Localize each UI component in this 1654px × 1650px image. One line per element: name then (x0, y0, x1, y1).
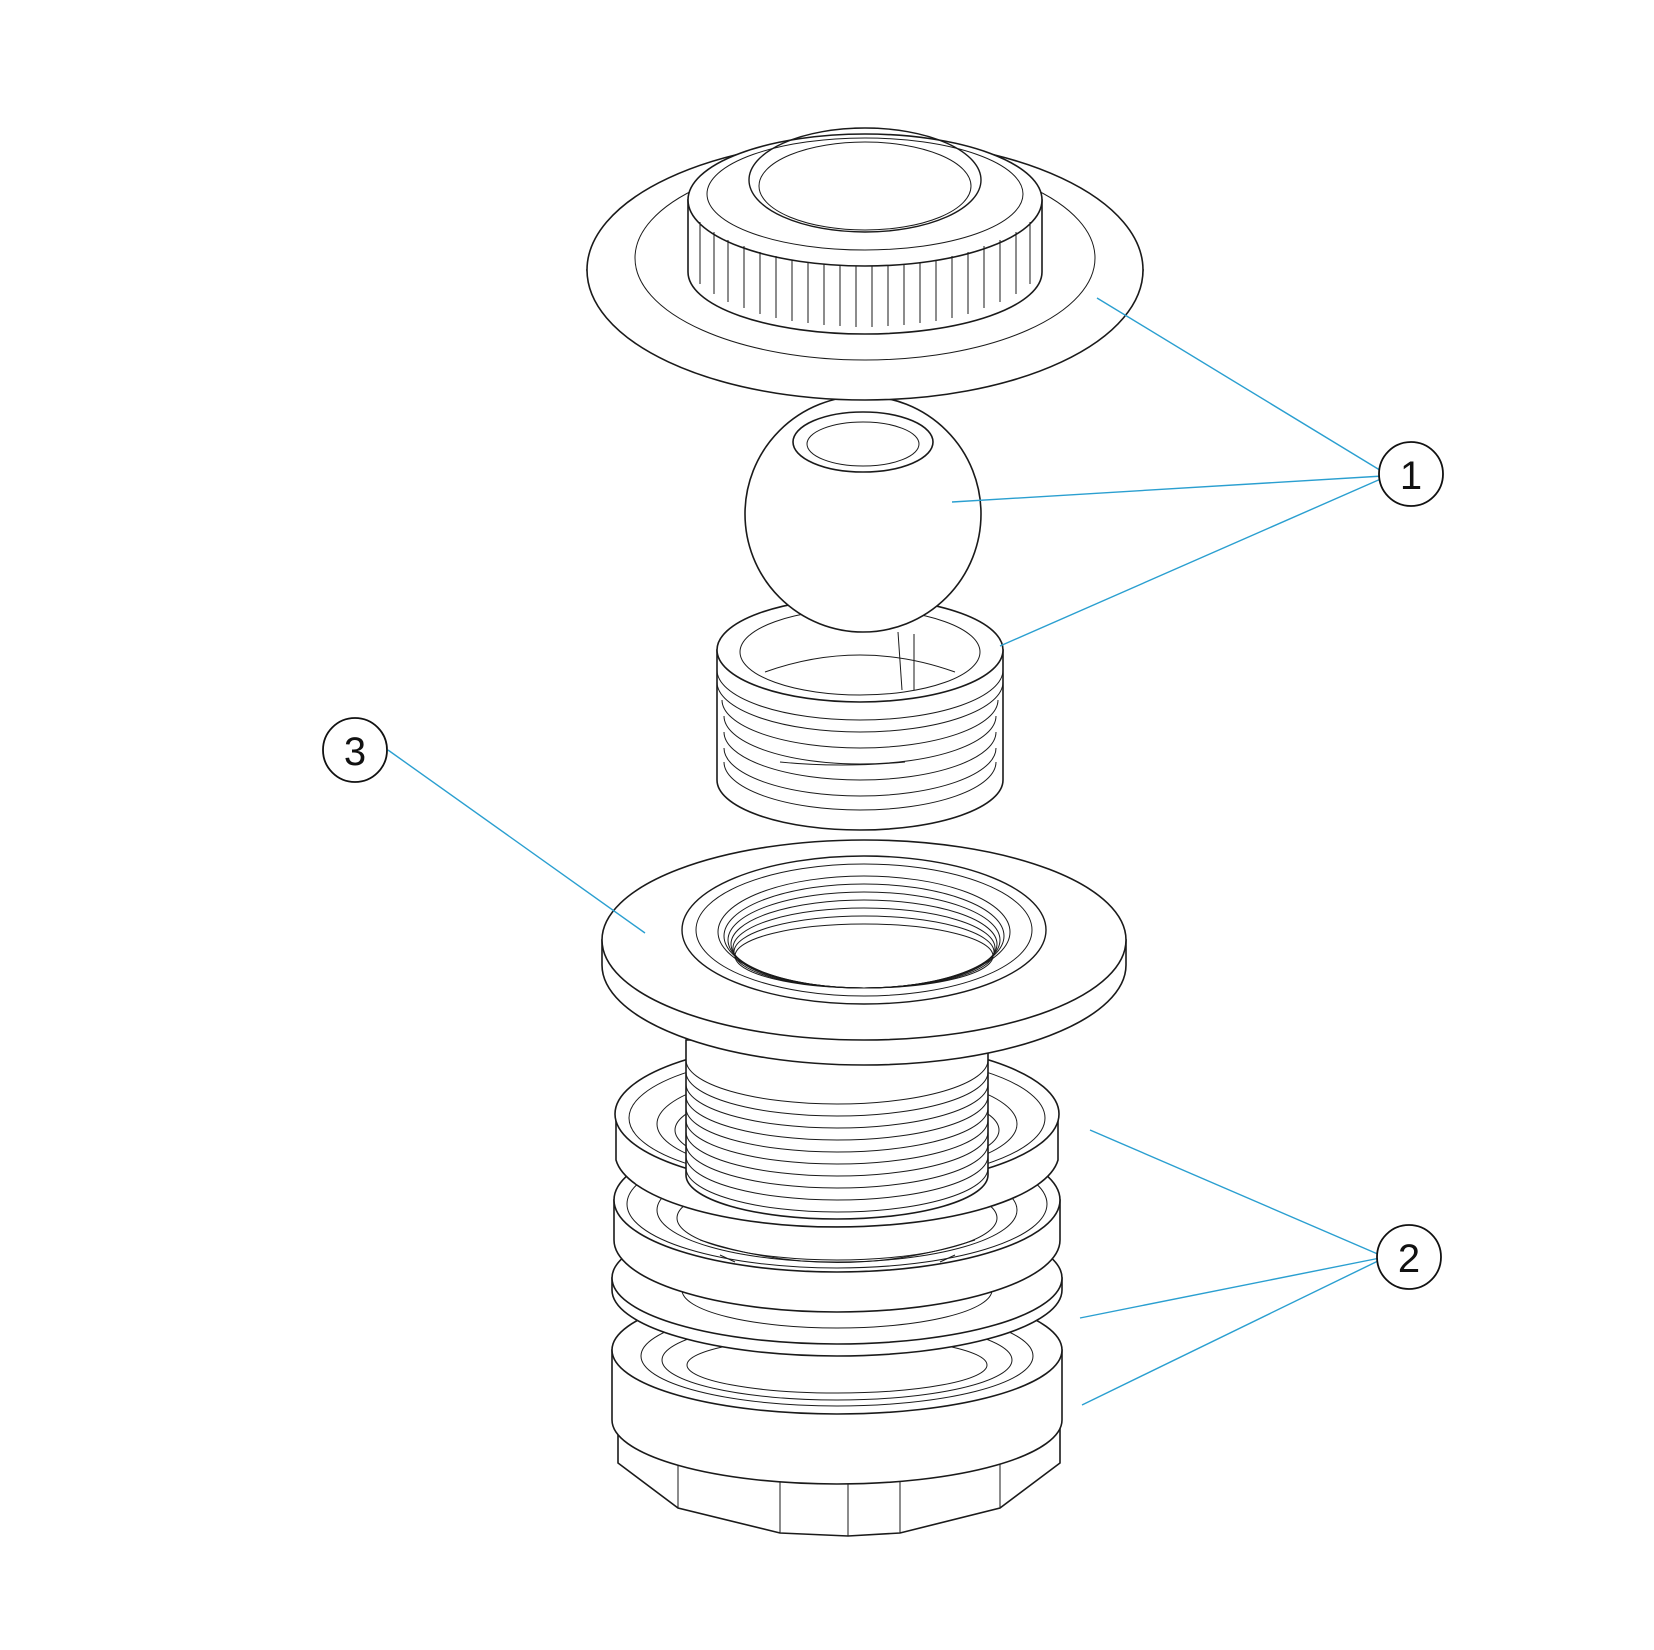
callout-2-label: 2 (1398, 1237, 1420, 1281)
leader-lines (387, 297, 1384, 1406)
threaded-body-tube (685, 1039, 989, 1220)
leader-2-o-ring (1089, 1129, 1381, 1256)
leader-2-gasket (1079, 1257, 1381, 1319)
threaded-insert (716, 597, 1004, 831)
callout-3: 3 (322, 717, 388, 783)
callout-1: 1 (1378, 441, 1444, 507)
callout-3-label: 3 (344, 730, 366, 774)
body-flange (601, 839, 1127, 1066)
leader-3-body (387, 749, 646, 934)
callout-1-label: 1 (1400, 454, 1422, 498)
leader-1-eyeball (951, 475, 1384, 503)
eyeball-sphere (744, 395, 982, 633)
callout-3-circle (322, 717, 388, 783)
callout-2-circle (1376, 1224, 1442, 1290)
leader-1-face-plate (1096, 297, 1384, 473)
leader-2-nut (1081, 1259, 1381, 1406)
callout-1-circle (1378, 441, 1444, 507)
callout-2: 2 (1376, 1224, 1442, 1290)
leader-1-insert (999, 477, 1384, 647)
face-plate-cap (586, 127, 1144, 401)
